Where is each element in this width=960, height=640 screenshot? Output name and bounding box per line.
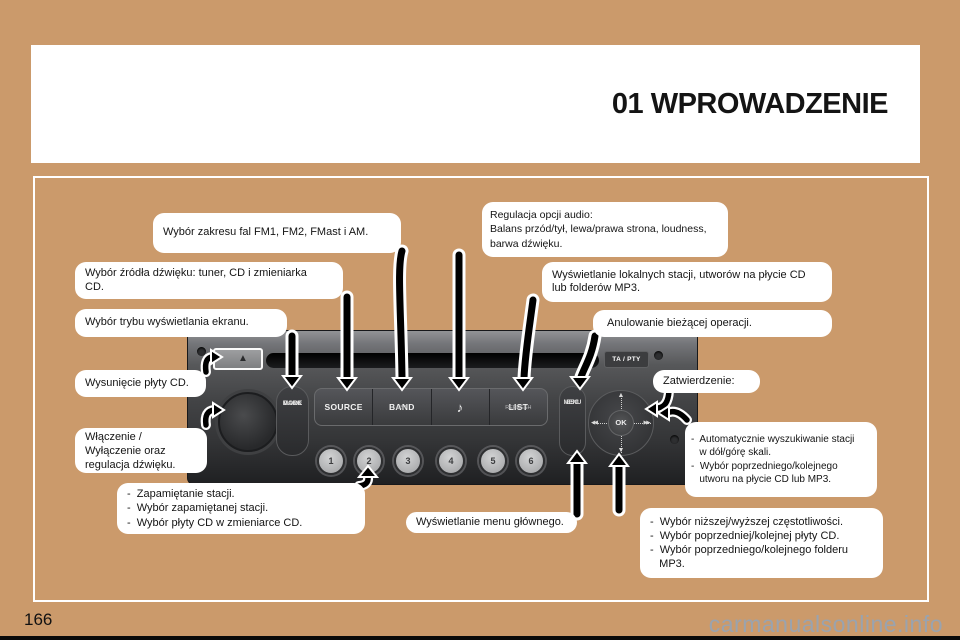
callout-audio-options: Regulacja opcji audio:Balans przód/tył, … <box>482 202 728 257</box>
callout-display-mode: Wybór trybu wyświetlania ekranu. <box>75 309 287 337</box>
cd-slot <box>266 353 599 368</box>
dark-button: DARK <box>283 400 302 407</box>
preset-button-4: 4 <box>437 447 465 475</box>
callout-tune: - Wybór niższej/wyższej częstotliwości.-… <box>640 508 883 578</box>
esc-button: ESC <box>566 400 579 406</box>
dpad-left-icon: ◀◀ <box>591 420 598 426</box>
dpad-down-icon: ▼ <box>617 447 625 454</box>
eject-icon: ▲ <box>238 353 248 364</box>
menu-button: MENU <box>563 400 582 406</box>
source-button: SOURCE <box>315 389 374 425</box>
callout-source-select: Wybór źródła dźwięku: tuner, CD i zmieni… <box>75 262 343 299</box>
callout-list: Wyświetlanie lokalnych stacji, utworów n… <box>542 262 832 302</box>
watermark: carmanualsonline.info <box>708 611 943 637</box>
esc-menu-buttons: ESC MENU <box>559 386 586 456</box>
mode-dark-buttons: MODE DARK <box>276 386 309 456</box>
dpad-up-icon: ▲ <box>617 392 625 399</box>
audio-settings-button: ♪ <box>432 389 490 425</box>
callout-cancel: Anulowanie bieżącej operacji. <box>593 310 832 337</box>
callout-main-menu: Wyświetlanie menu głównego. <box>406 512 577 533</box>
callout-presets: - Zapamiętanie stacji.- Wybór zapamiętan… <box>117 483 365 534</box>
panel-screw <box>670 435 679 444</box>
preset-button-3: 3 <box>394 447 422 475</box>
diagram-frame <box>33 176 929 602</box>
callout-eject: Wysunięcie płyty CD. <box>75 370 206 397</box>
callout-band-select: Wybór zakresu fal FM1, FM2, FMast i AM. <box>153 213 401 253</box>
ta-pty-button: TA / PTY <box>604 351 649 368</box>
ok-button: OK <box>608 410 634 436</box>
preset-button-5: 5 <box>479 447 507 475</box>
panel-screw <box>197 347 206 356</box>
preset-button-6: 6 <box>517 447 545 475</box>
callout-seek: - Automatycznie wyszukiwanie stacji w dó… <box>685 422 877 497</box>
eject-button: ▲ <box>213 348 263 370</box>
preset-button-1: 1 <box>317 447 345 475</box>
music-note-icon: ♪ <box>456 399 464 415</box>
dpad: ▲ ▼ ◀◀ ▶▶ OK <box>588 390 654 456</box>
mode-button: MODE <box>282 400 303 407</box>
panel-screw <box>654 351 663 360</box>
preset-button-2: 2 <box>355 447 383 475</box>
page-title: 01 WPROWADZENIE <box>611 87 889 120</box>
dpad-right-icon: ▶▶ <box>643 420 651 426</box>
bottom-edge-bar <box>0 636 960 640</box>
volume-knob <box>218 392 278 452</box>
page-number: 166 <box>24 610 53 629</box>
callout-confirm: Zatwierdzenie: <box>653 370 760 393</box>
page-header: 01 WPROWADZENIE <box>31 45 920 163</box>
